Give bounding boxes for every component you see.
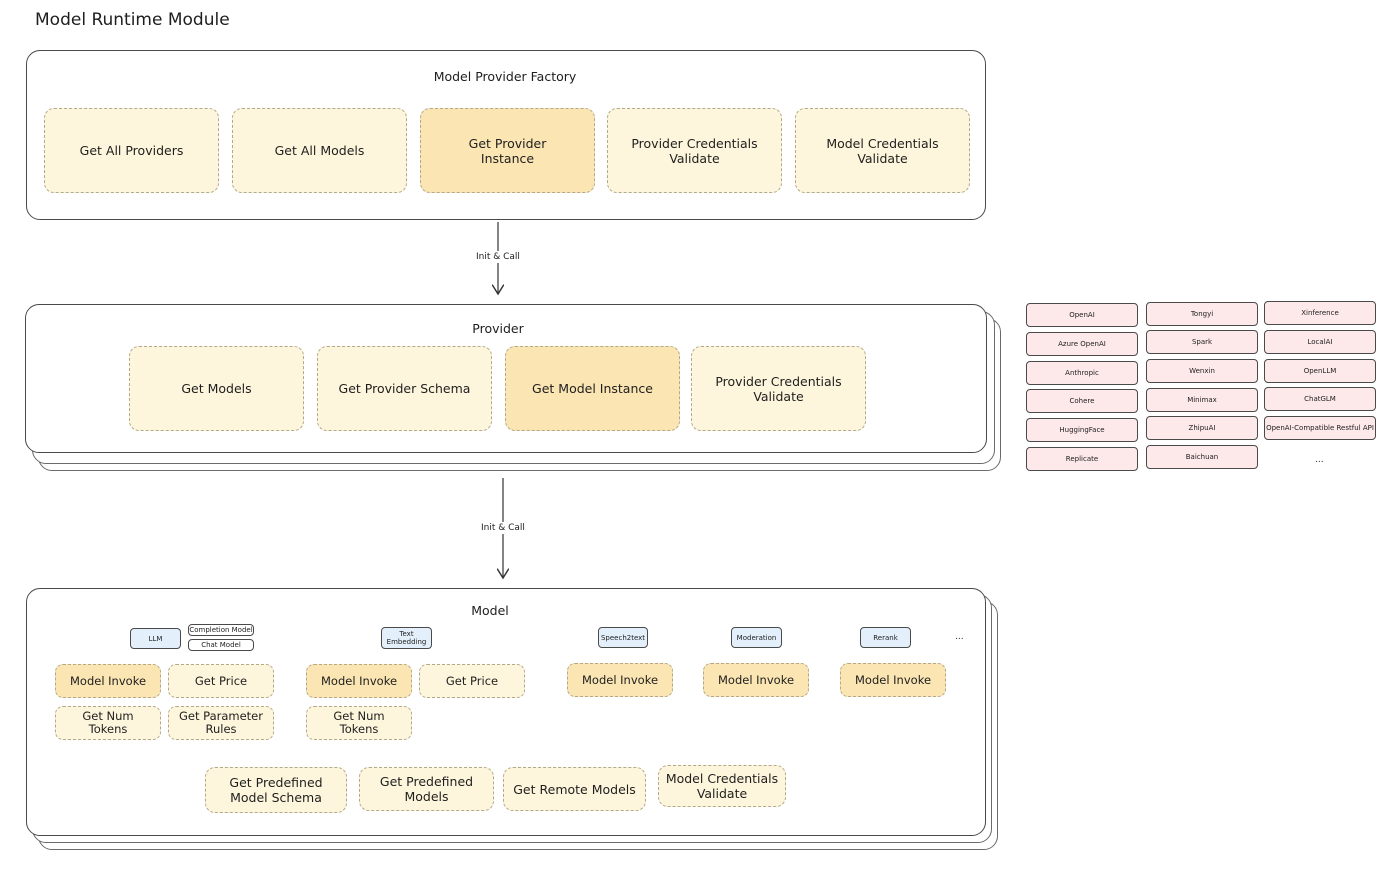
model-types-more: ...: [955, 632, 964, 642]
provider-cohere: Cohere: [1026, 389, 1138, 413]
provider-baichuan: Baichuan: [1146, 445, 1258, 469]
provider-azure-openai: Azure OpenAI: [1026, 332, 1138, 356]
provider-openai-compatible: OpenAI-Compatible Restful API: [1264, 416, 1376, 440]
factory-get-provider-instance[interactable]: Get Provider Instance: [420, 108, 595, 193]
factory-get-all-providers[interactable]: Get All Providers: [44, 108, 219, 193]
get-predefined-model-schema[interactable]: Get Predefined Model Schema: [205, 767, 347, 813]
model-type-moderation-tag: Moderation: [731, 627, 782, 648]
provider-minimax: Minimax: [1146, 388, 1258, 412]
text-embedding-get-price[interactable]: Get Price: [419, 664, 525, 698]
get-predefined-models[interactable]: Get Predefined Models: [359, 767, 494, 811]
providers-more: ...: [1315, 455, 1324, 465]
provider-spark: Spark: [1146, 330, 1258, 354]
provider-replicate: Replicate: [1026, 447, 1138, 471]
model-type-text-embedding-tag: Text Embedding: [381, 627, 432, 649]
moderation-model-invoke[interactable]: Model Invoke: [703, 663, 809, 697]
factory-get-all-models[interactable]: Get All Models: [232, 108, 407, 193]
provider-get-model-instance[interactable]: Get Model Instance: [505, 346, 680, 431]
provider-huggingface: HuggingFace: [1026, 418, 1138, 442]
llm-completion-model-tag: Completion Model: [188, 624, 254, 636]
provider-tongyi: Tongyi: [1146, 302, 1258, 326]
edge-label-init-call-1: Init & Call: [474, 251, 522, 263]
provider-anthropic: Anthropic: [1026, 361, 1138, 385]
provider-xinference: Xinference: [1264, 301, 1376, 325]
provider-wenxin: Wenxin: [1146, 359, 1258, 383]
provider-get-provider-schema[interactable]: Get Provider Schema: [317, 346, 492, 431]
llm-get-num-tokens[interactable]: Get Num Tokens: [55, 706, 161, 740]
factory-provider-credentials-validate[interactable]: Provider Credentials Validate: [607, 108, 782, 193]
provider-credentials-validate[interactable]: Provider Credentials Validate: [691, 346, 866, 431]
provider-get-models[interactable]: Get Models: [129, 346, 304, 431]
model-title: Model: [471, 603, 509, 618]
llm-chat-model-tag: Chat Model: [188, 639, 254, 651]
factory-title: Model Provider Factory: [433, 69, 577, 84]
model-type-rerank-tag: Rerank: [860, 627, 911, 648]
model-credentials-validate[interactable]: Model Credentials Validate: [658, 765, 786, 807]
page-title: Model Runtime Module: [35, 10, 230, 30]
model-type-speech2text-tag: Speech2text: [598, 627, 648, 648]
model-type-llm-tag: LLM: [130, 628, 181, 649]
edge-label-init-call-2: Init & Call: [479, 522, 527, 534]
factory-model-credentials-validate[interactable]: Model Credentials Validate: [795, 108, 970, 193]
provider-title: Provider: [472, 321, 524, 336]
text-embedding-model-invoke[interactable]: Model Invoke: [306, 664, 412, 698]
rerank-model-invoke[interactable]: Model Invoke: [840, 663, 946, 697]
provider-localai: LocalAI: [1264, 330, 1376, 354]
provider-chatglm: ChatGLM: [1264, 387, 1376, 411]
provider-openai: OpenAI: [1026, 303, 1138, 327]
llm-get-parameter-rules[interactable]: Get Parameter Rules: [168, 706, 274, 740]
llm-model-invoke[interactable]: Model Invoke: [55, 664, 161, 698]
text-embedding-get-num-tokens[interactable]: Get Num Tokens: [306, 706, 412, 740]
provider-zhipuai: ZhipuAI: [1146, 416, 1258, 440]
get-remote-models[interactable]: Get Remote Models: [503, 767, 646, 811]
speech2text-model-invoke[interactable]: Model Invoke: [567, 663, 673, 697]
provider-openllm: OpenLLM: [1264, 359, 1376, 383]
llm-get-price[interactable]: Get Price: [168, 664, 274, 698]
